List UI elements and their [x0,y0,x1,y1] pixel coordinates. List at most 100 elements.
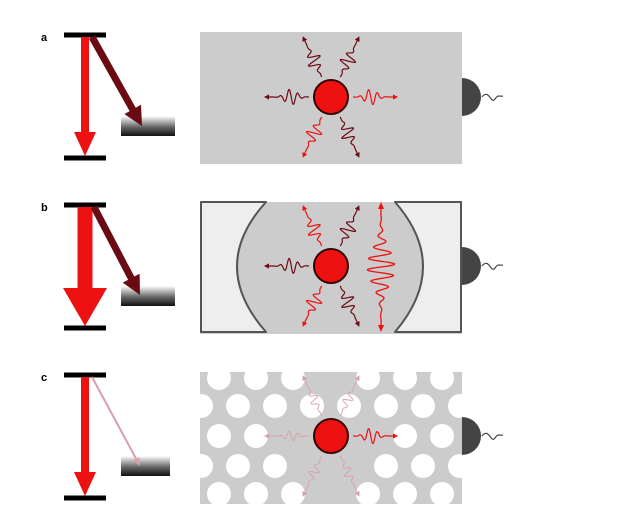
lattice-hole [374,394,398,418]
ground-level [64,325,106,331]
edge-mask [195,504,470,518]
wave-packet-icon-head [302,375,308,381]
lattice-hole [430,424,454,448]
wave-packet-icon-head [302,491,308,497]
excited-level [64,202,106,208]
wave-packet-icon [268,257,310,274]
wave-packet-icon-head [302,36,308,42]
lattice-hole [263,394,287,418]
edge-mask [170,360,200,510]
wave-packet-icon-head [354,375,360,381]
dark-level [121,116,175,136]
detector-cable [481,262,504,270]
panel-b: b [41,201,504,334]
radiative-arrow [74,377,96,496]
wave-packet-icon-head [354,321,360,327]
energy-level-diagram [64,32,175,161]
detector-cable [481,93,504,101]
enhanced-wave-head [378,202,384,209]
emitter-icon [313,418,349,454]
photonic-crystal-holes [170,358,482,518]
lattice-hole [356,482,380,506]
wave-packet-icon [268,430,310,442]
lattice-hole [393,424,417,448]
dark-level [121,286,175,306]
wave-packet-icon [304,285,323,323]
wave-packet-icon [352,89,394,106]
wave-packet-icon [304,116,323,154]
enhanced-wave-packet [366,203,396,331]
left-mirror [200,201,267,333]
radiative-arrow [74,37,96,156]
wave-packet-icon-head [354,491,360,497]
wave-packet-icon-head [354,152,360,158]
wave-packets [264,375,398,497]
detector-cable [481,432,504,440]
wave-packet-icon-head [393,94,398,100]
lattice-hole [300,394,324,418]
energy-level-diagram [64,372,175,501]
lattice-hole [244,424,268,448]
right-mirror [394,201,462,333]
lattice-hole [207,424,231,448]
lattice-hole [244,482,268,506]
panel-label: b [41,202,48,214]
detector-icon [462,78,481,116]
wave-packets [264,202,396,332]
emission-medium [200,32,462,164]
edge-mask [195,358,470,372]
wave-packet-icon [304,455,323,493]
lattice-hole [393,482,417,506]
ground-level [64,155,106,161]
lattice-hole [226,454,250,478]
wave-packet-icon [304,209,323,247]
lattice-hole [226,394,250,418]
nonradiative-arrow [90,205,140,295]
excited-level [64,372,106,378]
wave-packet-icon [339,379,358,417]
dark-level [121,456,175,476]
wave-packet-icon-head [264,433,269,439]
emitter-icon [313,248,349,284]
wave-packet-icon-head [264,263,269,269]
wave-packet-icon [304,379,323,417]
energy-level-diagram [63,202,175,331]
lattice-hole [411,454,435,478]
lattice-hole [430,482,454,506]
panel-label: a [41,32,48,44]
wave-packet-icon [339,40,358,78]
nonradiative-arrow [91,376,140,466]
wave-packet-icon-head [302,321,308,327]
wave-packet-icon [268,88,310,105]
panel-c: c [41,358,504,518]
wave-packet-icon-head [302,205,308,211]
lattice-hole [374,454,398,478]
emission-medium [200,201,462,334]
wave-packet-icon [339,116,358,154]
lattice-hole [281,482,305,506]
ground-level [64,495,106,501]
wave-packet-icon [339,209,358,247]
panel-label: c [41,372,47,384]
wave-packet-icon [339,285,358,323]
wave-packet-icon [304,40,323,78]
lattice-hole [263,454,287,478]
panel-a: a [41,32,504,164]
wave-packet-icon-head [354,205,360,211]
wave-packets [264,36,398,158]
radiative-arrow [63,207,107,326]
wave-packet-icon [352,428,394,445]
wave-packet-icon [339,455,358,493]
lattice-hole [207,482,231,506]
nonradiative-arrow [88,35,142,126]
panels-layer: a b c [41,32,504,518]
detector-icon [462,417,481,455]
lattice-hole [411,394,435,418]
emitter-icon [313,79,349,115]
wave-packet-icon-head [264,94,269,100]
wave-packet-icon-head [302,152,308,158]
lattice-hole [337,394,361,418]
wave-packet-icon-head [393,433,398,439]
enhanced-wave-head [378,325,384,332]
